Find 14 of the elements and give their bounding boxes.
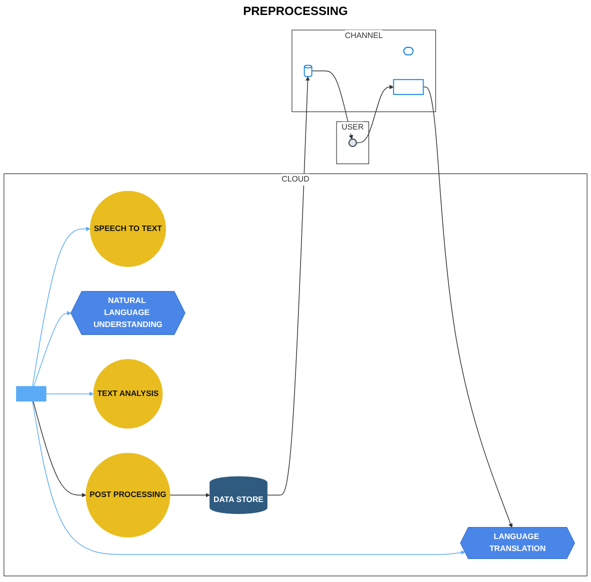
arrow [311, 70, 354, 140]
node-person [348, 138, 357, 147]
arrow [422, 86, 513, 528]
arrow [32, 400, 86, 498]
arrow [32, 400, 466, 555]
arrow [170, 492, 210, 498]
arrow [32, 226, 90, 387]
arrow [356, 84, 394, 144]
arrow [46, 392, 94, 396]
node-server [304, 64, 312, 78]
node-phone [393, 79, 424, 95]
arrow [33, 311, 72, 387]
section-heading: PREPROCESSING [243, 4, 348, 18]
node-bar [16, 386, 46, 402]
